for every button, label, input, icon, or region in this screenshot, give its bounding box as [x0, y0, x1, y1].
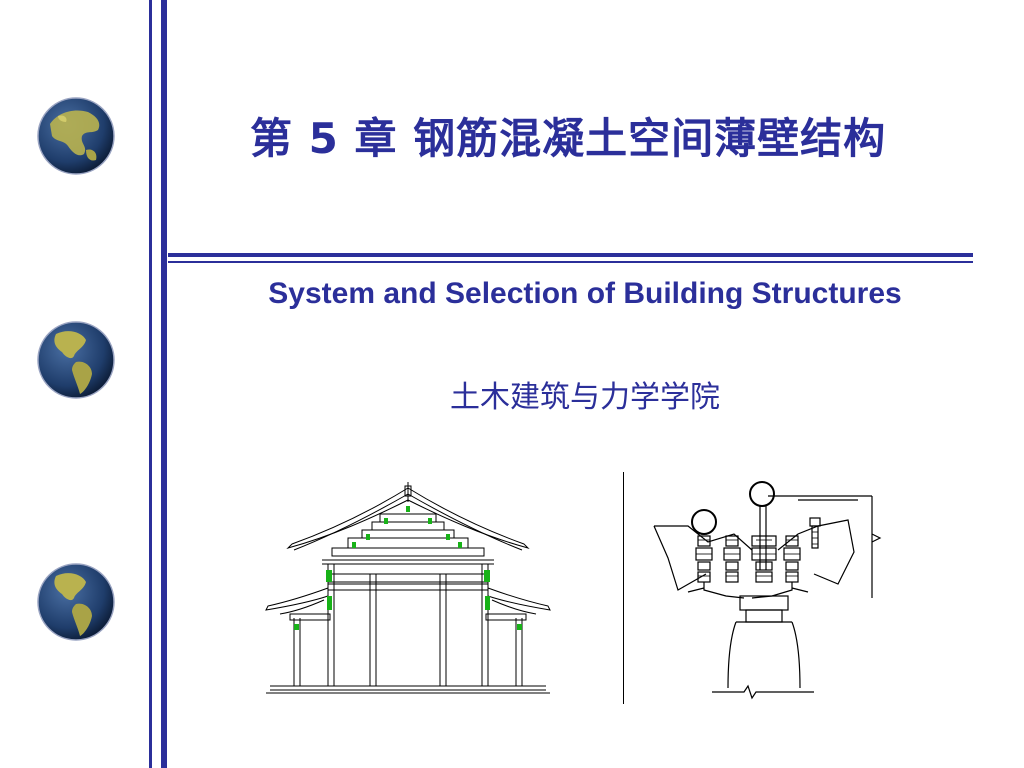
globe-americas-icon [37, 321, 115, 399]
vertical-rule-thin [149, 0, 152, 768]
timber-hall-elevation-drawing [265, 482, 551, 694]
globe-asia-icon [37, 97, 115, 175]
globe-americas-icon [37, 563, 115, 641]
slide-title: 第 5 章 钢筋混凝土空间薄壁结构 [250, 114, 887, 163]
slide-subtitle: System and Selection of Building Structu… [268, 277, 902, 310]
horizontal-rule-thick [168, 253, 973, 257]
school-name: 土木建筑与力学学院 [450, 380, 720, 415]
drawing-divider [623, 472, 624, 704]
vertical-rule-thick [161, 0, 167, 768]
horizontal-rule-thin [168, 261, 973, 263]
bracket-set-section-drawing [653, 481, 882, 700]
